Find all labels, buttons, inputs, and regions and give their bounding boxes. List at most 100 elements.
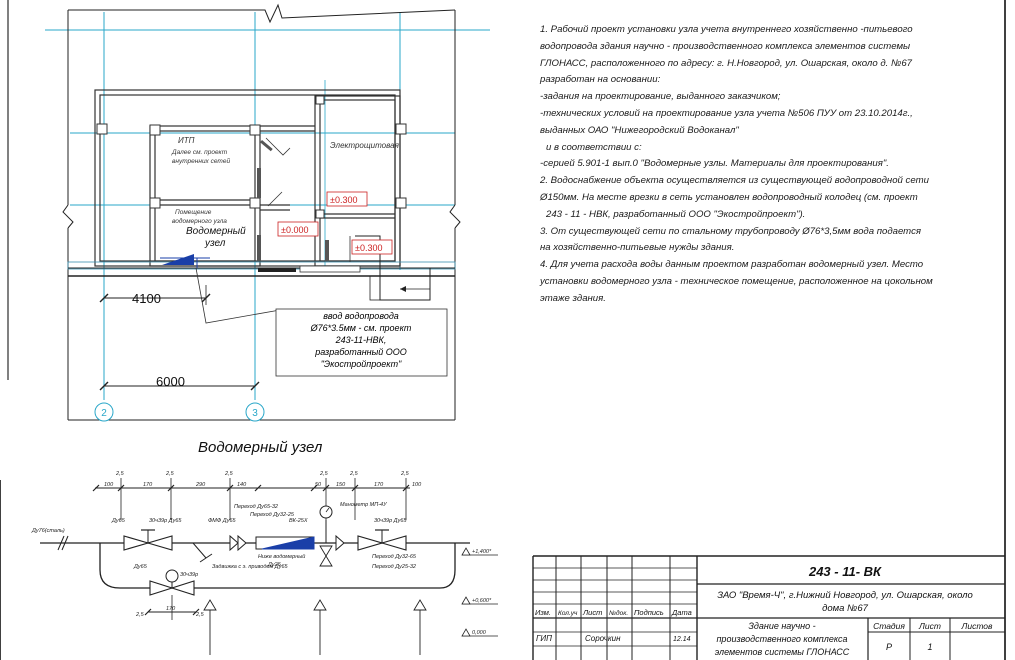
note-line: и в соответствии с:: [546, 141, 642, 153]
valve1-type: 30ч39р Ду65: [149, 518, 182, 524]
meter-node-line2: узел: [204, 238, 226, 249]
filter-label: ФМФ Ду65: [208, 518, 237, 524]
author-name: Сорочкин: [585, 634, 621, 643]
dim-top-5: 2,5: [349, 471, 359, 477]
inlet-line-4: разработанный ООО: [314, 347, 407, 357]
inlet-description: ввод водопровода Ø76*3.5мм - см. проект …: [310, 311, 412, 369]
transition2-label: Переход Ду32-25: [250, 512, 295, 518]
dim-6: 150: [336, 482, 346, 488]
bypass-dn: Ду65: [133, 564, 148, 570]
meter-room-line1: Помещение: [175, 209, 212, 216]
meter-node-scheme: [40, 478, 498, 655]
note-line: водопровода здания научно - производстве…: [540, 40, 911, 52]
note-line: -задания на проектирование, выданного за…: [540, 91, 781, 103]
level-mark-3: ±0.300: [355, 243, 382, 253]
description-line3: элементов системы ГЛОНАСС: [715, 647, 850, 657]
transition3-label: Переход Ду32-65: [372, 554, 417, 560]
organization-line2: дома №67: [822, 603, 869, 614]
drain-note: Задвижка с э. приводом Ду65: [212, 564, 289, 570]
dim-top-2: 2,5: [165, 471, 175, 477]
dim-top-6: 2,5: [400, 471, 410, 477]
manometer-label: Манометр МП-4У: [340, 502, 387, 508]
description-line1: Здание научно -: [748, 621, 815, 631]
elevation-3: 0,000: [472, 630, 487, 636]
inlet-label: Ду76(сталь): [31, 528, 65, 534]
electric-room-label: Электрощитовая: [330, 141, 400, 150]
elevation-1: +1,400*: [472, 549, 492, 555]
col-list: Лист: [582, 608, 602, 617]
dim-2: 170: [143, 482, 153, 488]
dim-7: 170: [374, 482, 384, 488]
header-sheets: Листов: [961, 621, 994, 631]
insert-dn: Ду25: [267, 562, 282, 568]
transition1-label: Переход Ду65-32: [234, 504, 278, 510]
note-line: 1. Рабочий проект установки узла учета в…: [540, 24, 913, 35]
axis-bubble-2: 2: [101, 408, 107, 419]
dim-4: 140: [237, 482, 247, 488]
meter-node-line1: Водомерный: [186, 226, 246, 237]
dim-top-4: 2,5: [319, 471, 329, 477]
col-ndok: №док.: [609, 609, 628, 617]
note-line: 3. От существующей сети по стальному тру…: [540, 225, 921, 237]
note-line: 243 - 11 - НВК, разработанный ООО "Экост…: [546, 208, 806, 220]
sheet-value: 1: [927, 642, 932, 652]
dim-5: 50: [315, 482, 322, 488]
level-mark-2: ±0.300: [330, 195, 357, 205]
axis-bubble-3: 3: [252, 408, 258, 419]
role-gip: ГИП: [536, 634, 552, 643]
transition4-label: Переход Ду25-32: [372, 564, 416, 570]
itp-label: ИТП: [178, 136, 195, 145]
valve2-type: 30ч39р Ду65: [374, 518, 407, 524]
dim-bottom-1: 2,5: [135, 612, 145, 618]
insert-label: Ниже водомерный: [258, 553, 305, 560]
scheme-title: Водомерный узел: [198, 439, 323, 456]
title-block: [532, 555, 1005, 660]
dim-bottom-3: 2,5: [195, 612, 205, 618]
dim-1: 100: [104, 482, 114, 488]
meter-room-line2: водомерного узла: [172, 217, 227, 225]
note-line: установки водомерного узла - техническое…: [540, 275, 933, 287]
note-line: разработан на основании:: [540, 74, 661, 86]
note-line: 2. Водоснабжение объекта осуществляется …: [540, 175, 929, 187]
bypass-valve-label: 30ч39р: [180, 572, 198, 578]
itp-note-line1: Далее см. проект: [171, 149, 228, 156]
itp-note-line2: внутренних сетей: [172, 157, 230, 165]
elevation-2: +0,600*: [472, 598, 492, 604]
dim-top-1: 2,5: [115, 471, 125, 477]
inlet-line-3: 243-11-НВК,: [335, 335, 387, 345]
floor-plan: [45, 3, 490, 422]
general-notes: 1. Рабочий проект установки узла учета в…: [540, 22, 980, 308]
level-mark-1: ±0.000: [281, 225, 308, 235]
note-line: -технических условий на проектирование у…: [540, 107, 913, 119]
dim-8: 100: [412, 482, 422, 488]
drawing-code: 243 - 11- ВК: [808, 564, 882, 579]
inlet-line-5: "Экостройпроект": [321, 359, 402, 369]
col-podp: Подпись: [634, 608, 664, 617]
note-line: -серией 5.901-1 вып.0 "Водомерные узлы. …: [540, 158, 889, 170]
dim-top-3: 2,5: [224, 471, 234, 477]
stage-value: Р: [886, 642, 892, 652]
note-line: 4. Для учета расхода воды данным проекто…: [540, 259, 924, 271]
note-line: Ø150мм. На месте врезки в сеть установле…: [540, 191, 918, 203]
inlet-line-1: ввод водопровода: [323, 311, 399, 321]
meter-label: ВК-25Х: [289, 518, 308, 524]
note-line: этаже здания.: [540, 292, 606, 304]
valve1-dn: Ду65: [111, 518, 126, 524]
organization-line1: ЗАО "Время-Ч", г.Нижний Новгород, ул. Ош…: [717, 590, 973, 601]
header-stage: Стадия: [873, 621, 905, 631]
col-kol: Кол.уч: [558, 610, 578, 617]
description-line2: производственного комплекса: [716, 634, 847, 644]
note-line: ГЛОНАСС, расположенного по адресу: г. Н.…: [540, 57, 913, 69]
dim-3: 290: [195, 482, 206, 488]
note-line: выданных ОАО "Нижегородский Водоканал": [540, 124, 739, 136]
note-line: на хозяйственно-питьевые нужды здания.: [540, 242, 735, 254]
col-date: Дата: [671, 608, 692, 617]
dim-bottom-2: 170: [166, 606, 176, 612]
col-izm: Изм.: [535, 608, 551, 617]
dimension-4100: 4100: [132, 291, 161, 306]
inlet-line-2: Ø76*3.5мм - см. проект: [310, 323, 412, 333]
sign-date: 12.14: [673, 636, 691, 643]
header-sheet: Лист: [918, 621, 941, 631]
dimension-6000: 6000: [156, 374, 185, 389]
